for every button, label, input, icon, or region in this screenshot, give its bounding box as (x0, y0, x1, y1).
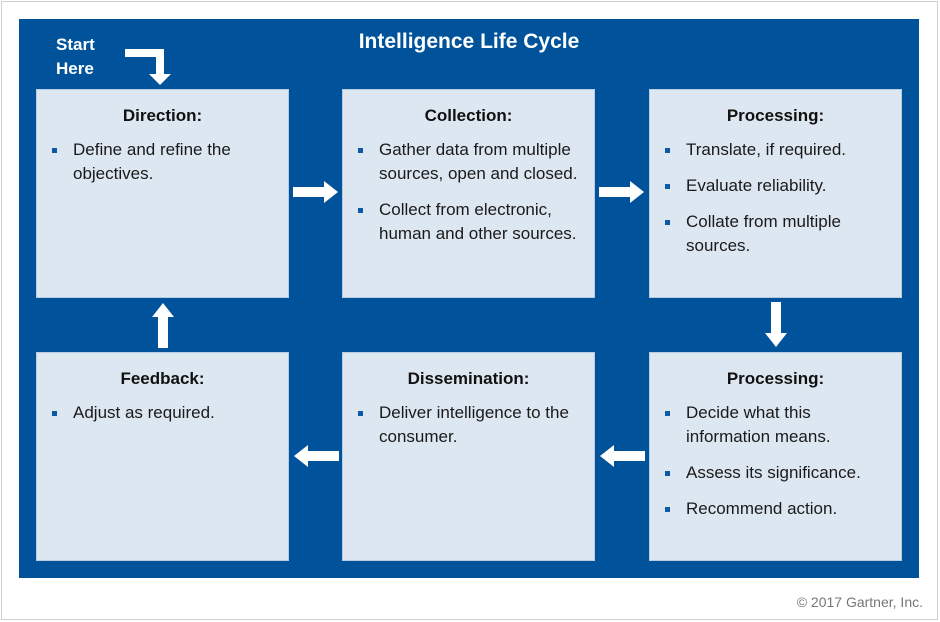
step-title: Collection: (424, 106, 513, 125)
step-bullet: Deliver intelligence to the consumer. (358, 401, 586, 449)
bullet-icon (665, 220, 670, 225)
bullet-text: Collate from multiple sources. (686, 212, 841, 255)
bullet-text: Decide what this information means. (686, 403, 831, 446)
step-feedback: Feedback: Adjust as required. (36, 352, 289, 561)
step-title: Processing: (726, 369, 825, 388)
step-bullet: Recommend action. (665, 497, 893, 521)
diagram-panel: Intelligence Life Cycle Start Here Direc… (19, 19, 919, 578)
bullet-text: Recommend action. (686, 499, 838, 518)
bullet-icon (665, 184, 670, 189)
bullet-icon (358, 148, 363, 153)
step-bullet: Adjust as required. (52, 401, 280, 425)
bullet-text: Translate, if required. (686, 140, 846, 159)
start-here-label: Start Here (56, 33, 95, 81)
copyright-notice: © 2017 Gartner, Inc. (796, 594, 923, 610)
bullet-text: Evaluate reliability. (686, 176, 827, 195)
step-title: Processing: (726, 106, 825, 125)
arrow-down-icon (765, 302, 787, 347)
step-bullet: Collate from multiple sources. (665, 210, 893, 258)
step-bullet: Translate, if required. (665, 138, 893, 162)
bullet-icon (358, 411, 363, 416)
step-bullet: Assess its significance. (665, 461, 893, 485)
bullet-text: Adjust as required. (73, 403, 215, 422)
step-dissemination: Dissemination: Deliver intelligence to t… (342, 352, 595, 561)
step-processing-1: Processing: Translate, if required. Eval… (649, 89, 902, 298)
step-title: Dissemination: (407, 369, 530, 388)
step-bullet: Gather data from multiple sources, open … (358, 138, 586, 186)
arrow-left-icon (600, 445, 645, 467)
bullet-text: Collect from electronic, human and other… (379, 200, 577, 243)
bullet-text: Gather data from multiple sources, open … (379, 140, 578, 183)
bullet-icon (665, 471, 670, 476)
bullet-icon (52, 148, 57, 153)
step-title: Direction: (122, 106, 203, 125)
bullet-icon (665, 411, 670, 416)
start-arrow-icon (125, 49, 171, 85)
step-collection: Collection: Gather data from multiple so… (342, 89, 595, 298)
step-title: Feedback: (120, 369, 205, 388)
bullet-icon (358, 208, 363, 213)
arrow-right-icon (293, 181, 338, 203)
step-bullet: Define and refine the objectives. (52, 138, 280, 186)
step-direction: Direction: Define and refine the objecti… (36, 89, 289, 298)
arrow-right-icon (599, 181, 644, 203)
bullet-text: Assess its significance. (686, 463, 861, 482)
diagram-title: Intelligence Life Cycle (358, 30, 580, 53)
step-processing-2: Processing: Decide what this information… (649, 352, 902, 561)
bullet-icon (52, 411, 57, 416)
arrow-up-icon (152, 303, 174, 348)
arrow-left-icon (294, 445, 339, 467)
bullet-icon (665, 507, 670, 512)
step-bullet: Collect from electronic, human and other… (358, 198, 586, 246)
step-bullet: Evaluate reliability. (665, 174, 893, 198)
bullet-text: Deliver intelligence to the consumer. (379, 403, 569, 446)
bullet-icon (665, 148, 670, 153)
step-bullet: Decide what this information means. (665, 401, 893, 449)
start-label-line1: Start (56, 35, 95, 54)
bullet-text: Define and refine the objectives. (73, 140, 231, 183)
start-label-line2: Here (56, 59, 94, 78)
